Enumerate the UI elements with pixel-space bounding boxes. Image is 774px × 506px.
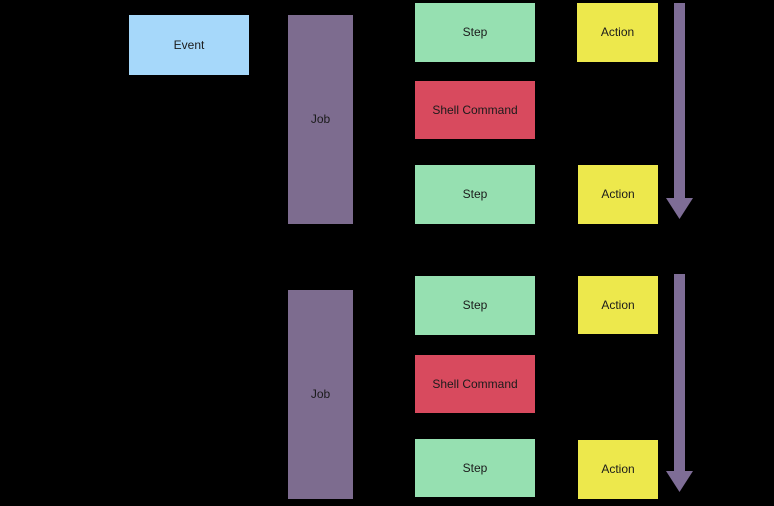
shell-command-label: Shell Command [432, 102, 518, 117]
step-label: Step [462, 187, 488, 202]
action-node-1: Action [577, 3, 658, 62]
shell-command-node-2: Shell Command [415, 355, 535, 413]
step-node-3: Step [415, 276, 535, 335]
action-label: Action [601, 297, 635, 312]
shell-command-label: Shell Command [432, 376, 518, 391]
shell-command-node-1: Shell Command [415, 81, 535, 139]
step-label: Step [462, 460, 488, 475]
step-node-2: Step [415, 165, 535, 224]
job-node-1: Job [288, 15, 353, 224]
arrow-shaft [674, 3, 685, 198]
arrow-down-icon [666, 3, 693, 219]
action-label: Action [600, 25, 635, 40]
job-node-2: Job [288, 290, 353, 499]
arrow-down-icon [666, 274, 693, 492]
step-label: Step [462, 25, 488, 40]
job-label: Job [310, 387, 331, 402]
job-label: Job [310, 112, 331, 127]
event-label: Event [173, 37, 205, 52]
action-node-4: Action [578, 440, 658, 499]
action-label: Action [601, 462, 635, 477]
step-label: Step [462, 298, 488, 313]
action-node-3: Action [578, 276, 658, 334]
step-node-1: Step [415, 3, 535, 62]
arrow-head [666, 471, 693, 492]
step-node-4: Step [415, 439, 535, 497]
arrow-head [666, 198, 693, 219]
event-node: Event [129, 15, 249, 75]
action-label: Action [601, 187, 635, 202]
arrow-shaft [674, 274, 685, 471]
action-node-2: Action [578, 165, 658, 224]
